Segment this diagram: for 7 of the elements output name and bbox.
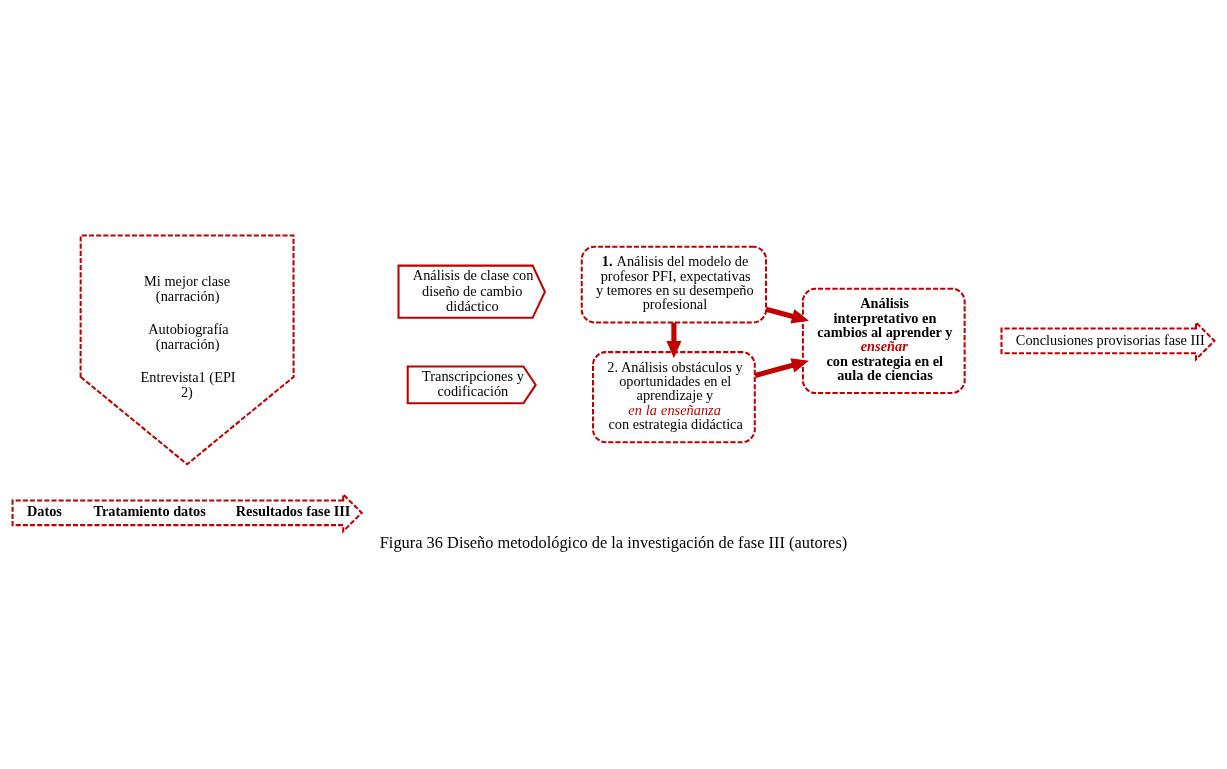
caption: Figura 36 Diseño metodológico de la investigación de fase III (autores) (379, 533, 848, 553)
node-box: 2. Análisis obstáculos y oportunidades en el aprendizaje y en la enseñanza con estrategia didáctica (592, 351, 756, 444)
node-box: Análisis interpretativo en cambios al aprender y enseñar con estrategia en el aula de ciencias (801, 287, 966, 395)
arrow (754, 358, 809, 378)
arrow (765, 306, 809, 324)
node-box: 1. Análisis del modelo de profesor PFI, expectativas y temores en su desempeño profesional (580, 245, 768, 324)
arrow (666, 322, 682, 359)
